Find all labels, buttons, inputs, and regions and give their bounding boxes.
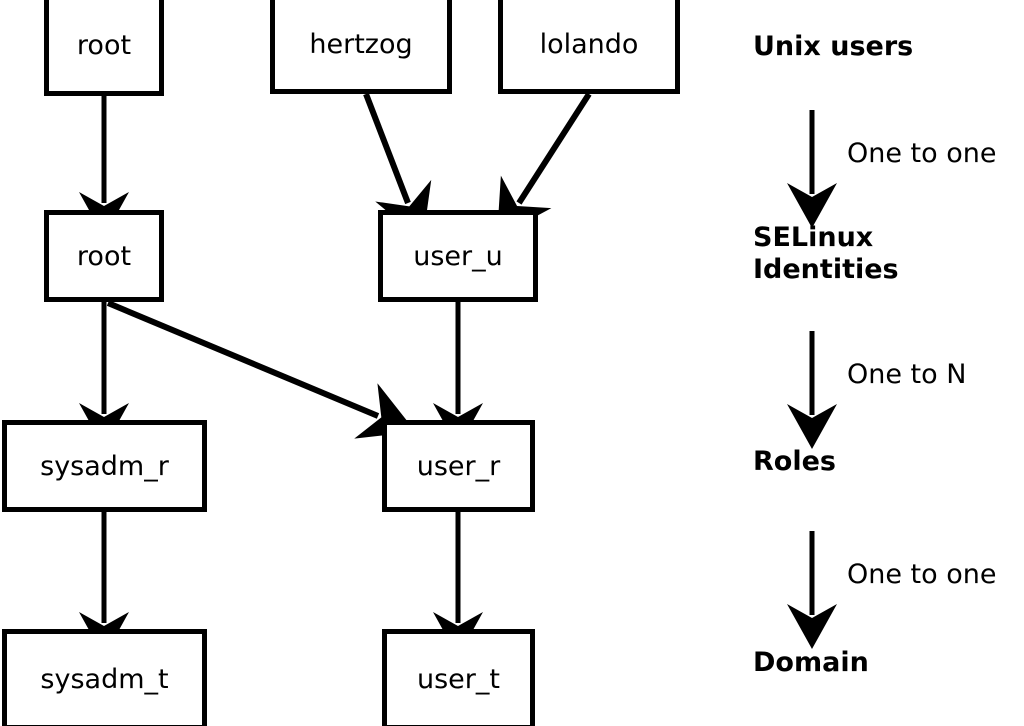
node-unix-hertzog[interactable]: hertzog xyxy=(270,0,452,94)
node-role-user-r[interactable]: user_r xyxy=(382,420,535,512)
node-label: sysadm_t xyxy=(40,664,169,695)
legend-relation-2: One to N xyxy=(847,359,967,390)
edge-lolando-to-user-u xyxy=(496,92,592,238)
node-role-sysadm-r[interactable]: sysadm_r xyxy=(2,420,207,512)
edge-ident-root-to-user-r xyxy=(106,300,416,439)
node-unix-lolando[interactable]: lolando xyxy=(498,0,680,94)
node-domain-user-t[interactable]: user_t xyxy=(382,629,535,726)
node-label: user_u xyxy=(413,240,503,272)
node-label: root xyxy=(76,240,132,272)
node-label: lolando xyxy=(539,29,639,60)
legend-relation-3: One to one xyxy=(847,559,997,590)
node-label: user_t xyxy=(417,664,500,695)
node-identity-root[interactable]: root xyxy=(44,210,164,302)
node-label: root xyxy=(76,30,132,61)
node-identity-user-u[interactable]: user_u xyxy=(378,210,538,302)
node-label: user_r xyxy=(416,450,501,482)
node-label: hertzog xyxy=(309,29,413,60)
legend-roles: Roles xyxy=(753,446,836,477)
node-label: sysadm_r xyxy=(40,450,169,482)
node-unix-root[interactable]: root xyxy=(44,0,164,96)
legend-domain: Domain xyxy=(753,647,869,678)
legend-unix-users: Unix users xyxy=(753,31,914,62)
node-domain-sysadm-t[interactable]: sysadm_t xyxy=(2,629,207,726)
legend-selinux-identities: SELinux Identities xyxy=(753,222,899,285)
legend-relation-1: One to one xyxy=(847,138,997,169)
edge-hertzog-to-user-u xyxy=(363,92,432,242)
